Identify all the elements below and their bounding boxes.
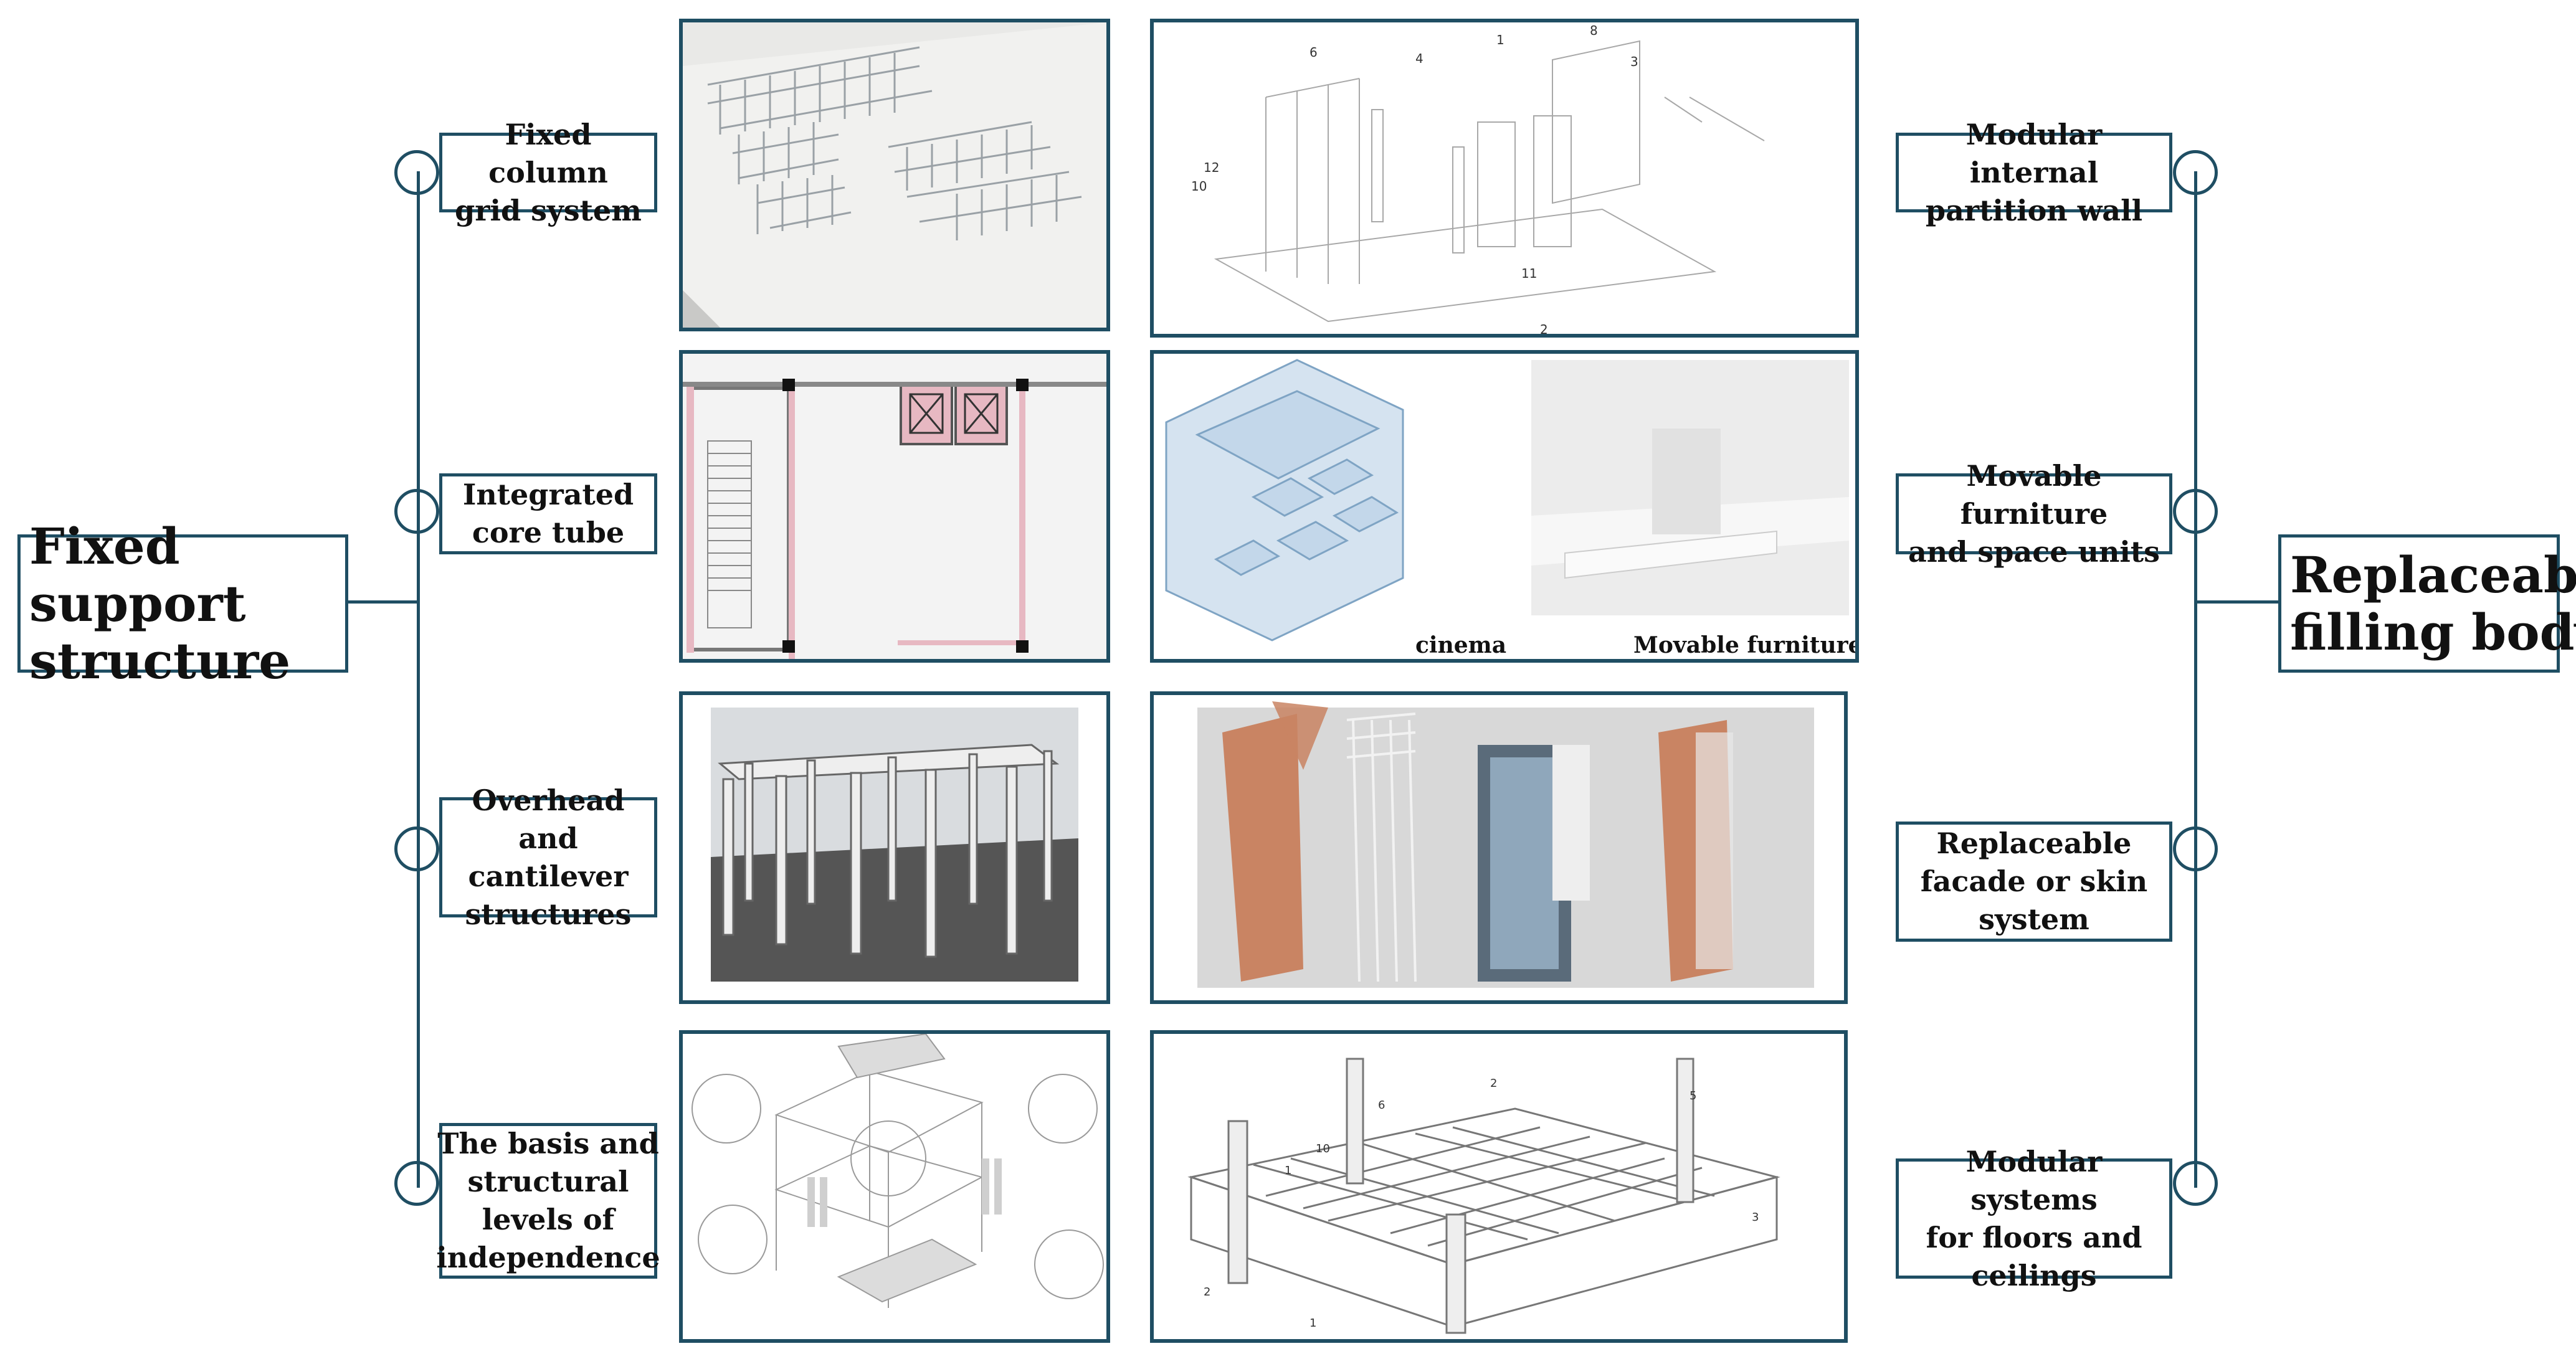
- core-tube-image: [679, 350, 1110, 663]
- right-spine: [2194, 171, 2197, 1188]
- floor-number-2-bottom: 2: [1204, 1286, 1210, 1299]
- floor-number-2-top: 2: [1490, 1077, 1497, 1090]
- core-tube-drawing: [683, 354, 1106, 659]
- overhead-frame-image: [679, 691, 1110, 1004]
- partition-number-6: 6: [1309, 45, 1318, 60]
- left-item-1-label: Fixed column grid system: [455, 117, 642, 227]
- right-main-title: Replaceable filling body: [2278, 534, 2576, 673]
- left-item-4-label: The basis and structural levels of indep…: [436, 1127, 660, 1274]
- right-node-2: [2173, 489, 2218, 534]
- floor-number-5: 5: [1690, 1089, 1696, 1102]
- right-item-4: Modular systems for floors and ceilings: [1896, 1145, 2172, 1292]
- partition-wall-image: 1 8 6 4 3 12 10 11 2: [1150, 19, 1859, 338]
- left-connector: [348, 600, 417, 604]
- column-grid-drawing: [683, 22, 1106, 328]
- left-node-1: [394, 150, 439, 195]
- right-connector: [2197, 600, 2278, 604]
- caption-cinema: cinema: [1415, 632, 1506, 658]
- floor-number-3: 3: [1752, 1211, 1759, 1224]
- partition-number-8: 8: [1590, 23, 1598, 38]
- structural-levels-image: [679, 1030, 1110, 1343]
- caption-movable-furniture: Movable furniture: [1633, 632, 1855, 658]
- left-main-title-text: Fixed support structure: [29, 517, 291, 690]
- left-item-1: Fixed column grid system: [439, 118, 657, 227]
- partition-number-12: 12: [1204, 160, 1219, 175]
- right-node-3: [2173, 826, 2218, 871]
- left-item-4: The basis and structural levels of indep…: [436, 1123, 660, 1279]
- right-main-title-text: Replaceable filling body: [2290, 546, 2576, 661]
- structural-levels-drawing: [683, 1034, 1106, 1339]
- partition-number-4: 4: [1415, 51, 1423, 66]
- movable-furniture-drawing: cinema Movable furniture: [1154, 354, 1855, 659]
- left-main-title: Fixed support structure: [17, 518, 348, 689]
- right-item-1: Modular internal partition wall: [1896, 118, 2172, 227]
- partition-wall-drawing: 1 8 6 4 3 12 10 11 2: [1154, 22, 1855, 334]
- partition-number-1: 1: [1496, 32, 1504, 47]
- left-node-2: [394, 489, 439, 534]
- floor-ceiling-drawing: 6 2 10 5 1 3 1 2: [1154, 1034, 1844, 1339]
- partition-number-3: 3: [1630, 54, 1638, 69]
- left-item-2: Integrated core tube: [439, 473, 657, 554]
- facade-system-image: [1150, 691, 1848, 1004]
- left-node-3: [394, 826, 439, 871]
- right-item-1-label: Modular internal partition wall: [1925, 117, 2143, 227]
- floor-number-1-bottom: 1: [1309, 1317, 1316, 1330]
- left-spine: [417, 171, 420, 1188]
- partition-number-10: 10: [1191, 179, 1207, 194]
- right-node-4: [2173, 1161, 2218, 1206]
- right-item-2: Movable furniture and space units: [1896, 459, 2172, 569]
- left-node-4: [394, 1161, 439, 1206]
- left-item-3-label: Overhead and cantilever structures: [465, 783, 632, 931]
- partition-number-11: 11: [1521, 266, 1537, 281]
- column-grid-image: [679, 19, 1110, 331]
- facade-system-drawing: [1154, 695, 1844, 1000]
- floor-number-1-left: 1: [1285, 1164, 1291, 1177]
- right-item-3: Replaceable facade or skin system: [1896, 822, 2172, 942]
- partition-number-2: 2: [1540, 322, 1548, 334]
- overhead-frame-drawing: [683, 695, 1106, 1000]
- left-item-2-label: Integrated core tube: [462, 478, 634, 549]
- floor-number-10: 10: [1316, 1142, 1330, 1155]
- floor-number-6: 6: [1378, 1099, 1385, 1112]
- right-node-1: [2173, 150, 2218, 195]
- right-item-2-label: Movable furniture and space units: [1908, 458, 2160, 569]
- left-item-3: Overhead and cantilever structures: [439, 784, 657, 931]
- right-item-3-label: Replaceable facade or skin system: [1920, 826, 2148, 936]
- right-item-4-label: Modular systems for floors and ceilings: [1926, 1144, 2142, 1292]
- movable-furniture-image: cinema Movable furniture: [1150, 350, 1859, 663]
- floor-ceiling-image: 6 2 10 5 1 3 1 2: [1150, 1030, 1848, 1343]
